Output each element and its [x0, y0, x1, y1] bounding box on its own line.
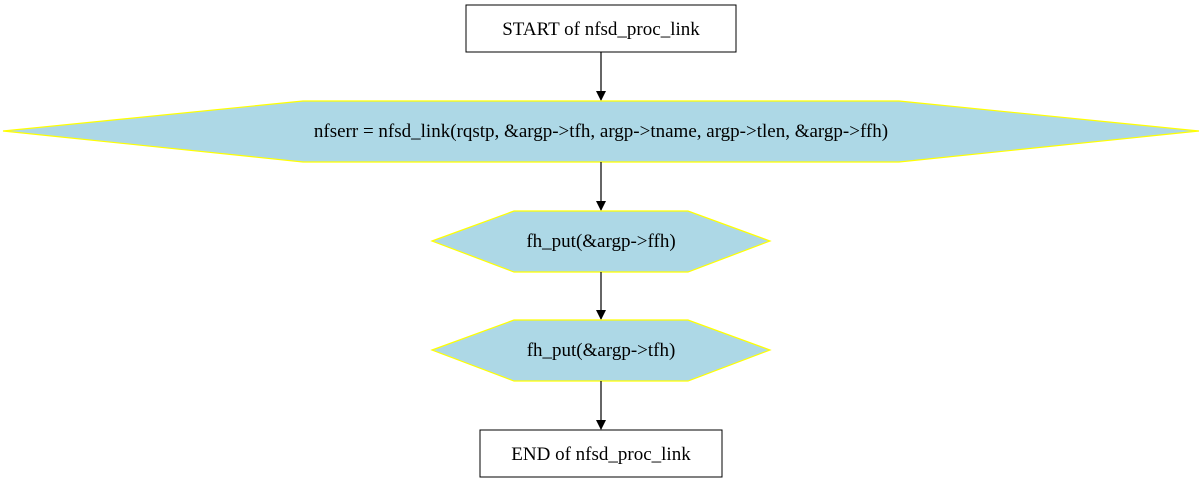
start-node: START of nfsd_proc_link — [465, 4, 737, 53]
put-ffh-node: fh_put(&argp->ffh) — [430, 210, 772, 273]
link-call-label: nfserr = nfsd_link(rqstp, &argp->tfh, ar… — [314, 121, 888, 142]
link-call-node: nfserr = nfsd_link(rqstp, &argp->tfh, ar… — [2, 100, 1200, 163]
put-tfh-node: fh_put(&argp->tfh) — [430, 319, 772, 382]
end-box — [479, 429, 723, 478]
put-tfh-shape — [430, 319, 772, 382]
put-ffh-label: fh_put(&argp->ffh) — [526, 231, 675, 252]
put-tfh-label: fh_put(&argp->tfh) — [527, 340, 676, 361]
start-box — [465, 4, 737, 53]
put-ffh-shape — [430, 210, 772, 273]
start-label: START of nfsd_proc_link — [502, 19, 700, 40]
end-node: END of nfsd_proc_link — [479, 429, 723, 478]
end-label: END of nfsd_proc_link — [511, 444, 691, 465]
link-call-shape — [2, 100, 1200, 163]
